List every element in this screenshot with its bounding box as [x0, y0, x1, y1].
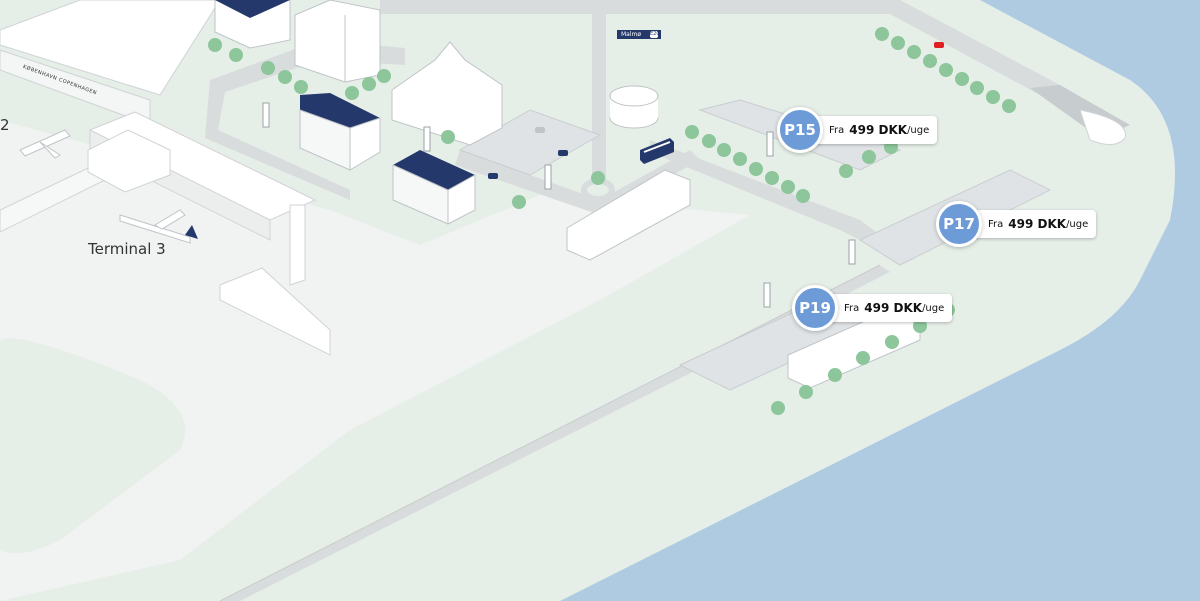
road-sign: Malmø E20: [617, 30, 661, 39]
parking-p15-id: P15: [777, 107, 823, 153]
car-icon: [558, 150, 568, 156]
parking-sign-icon: [766, 131, 774, 157]
parking-p15-unit: /uge: [907, 124, 930, 136]
gate-arm: [289, 204, 306, 286]
parking-p19-label: Fra 499 DKK /uge: [830, 294, 953, 322]
tower-road: [592, 0, 606, 180]
car-icon-2: [488, 173, 498, 179]
tree-icon: [208, 27, 1016, 415]
parking-p19-prefix: Fra: [844, 302, 860, 314]
loop-road: [205, 40, 405, 200]
parking-p19-id: P19: [792, 285, 838, 331]
terminal-2-label: 2: [0, 116, 10, 134]
parking-p17-badge[interactable]: P17 Fra 499 DKK /uge: [936, 201, 1097, 247]
parking-p17-label: Fra 499 DKK /uge: [974, 210, 1097, 238]
parking-sign-icon-2: [848, 239, 856, 265]
office-building-1: [214, 0, 291, 49]
pier: [1079, 109, 1126, 145]
road-sign-number: E20: [650, 31, 660, 38]
car-icon-3: [535, 127, 545, 133]
parking-p15-prefix: Fra: [829, 124, 845, 136]
parking-p19-badge[interactable]: P19 Fra 499 DKK /uge: [792, 285, 953, 331]
lot-center: [458, 109, 602, 176]
tank-top: [609, 85, 659, 107]
bus-icon: [640, 138, 674, 164]
parking-p17-price: 499 DKK: [1008, 217, 1067, 231]
parking-p15-label: Fra 499 DKK /uge: [815, 116, 938, 144]
east-road: [650, 140, 880, 245]
gate-block: [219, 267, 331, 356]
apron-area-2: [0, 338, 185, 554]
tower-block: [294, 0, 381, 83]
airplane-icon-2: [119, 209, 198, 244]
parking-sign-icon-6: [423, 126, 431, 152]
parking-p15-price: 499 DKK: [849, 123, 908, 137]
airplane-icon: [19, 129, 71, 159]
parking-sign-icon-4: [544, 164, 552, 190]
terminal-3-label: Terminal 3: [88, 240, 166, 258]
parking-p19-unit: /uge: [922, 302, 945, 314]
top-road: [380, 0, 1060, 95]
long-road-edge: [219, 264, 881, 601]
terminal-roof: [0, 0, 221, 96]
parking-sign-icon-5: [262, 102, 270, 128]
parking-p15-badge[interactable]: P15 Fra 499 DKK /uge: [777, 107, 938, 153]
parking-p17-unit: /uge: [1066, 218, 1089, 230]
long-building: [566, 169, 691, 261]
hotel: [391, 41, 503, 146]
parking-sign-icon-3: [763, 282, 771, 308]
parking-p17-id: P17: [936, 201, 982, 247]
office-building-2: [299, 93, 381, 171]
road-sign-text: Malmø: [621, 31, 642, 38]
office-building-3: [392, 150, 476, 225]
parking-p17-prefix: Fra: [988, 218, 1004, 230]
box-building: [87, 129, 171, 193]
parking-p19-price: 499 DKK: [864, 301, 923, 315]
car-icon-4: [934, 42, 944, 48]
